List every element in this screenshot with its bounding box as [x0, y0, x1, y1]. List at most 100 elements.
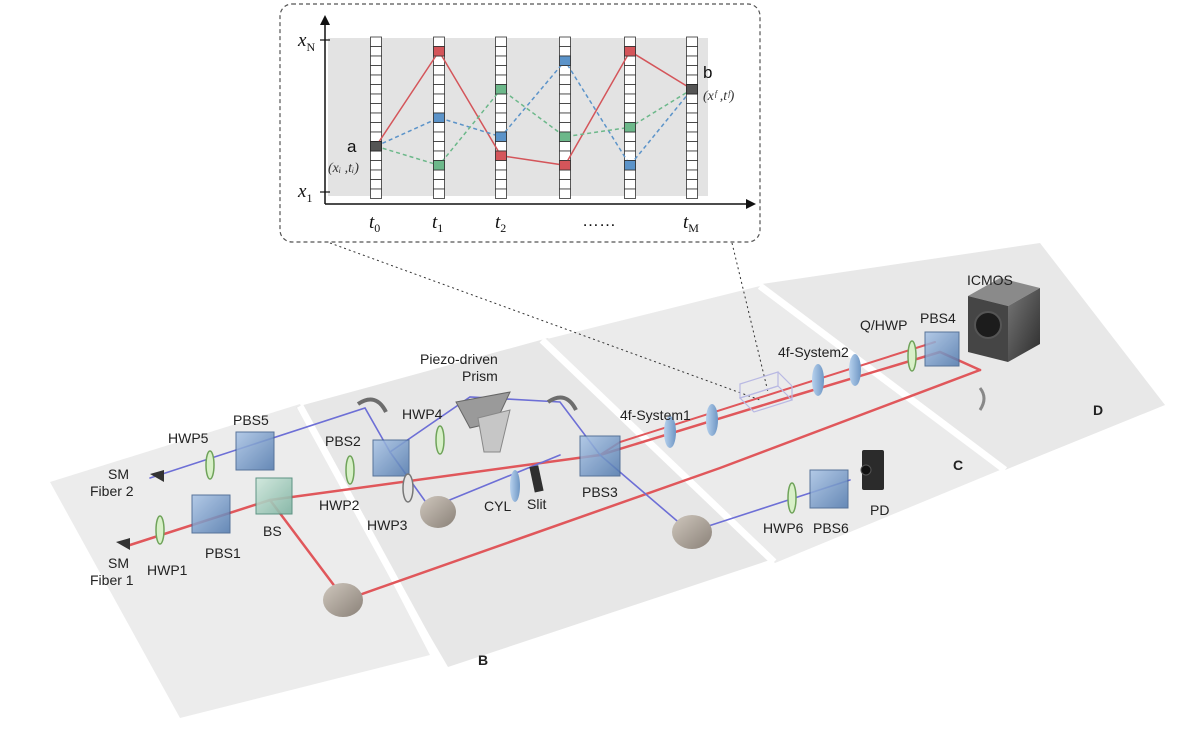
path-cell — [624, 46, 636, 57]
grid-cell — [559, 84, 571, 95]
grid-cell — [433, 103, 445, 114]
grid-cell — [559, 93, 571, 104]
x-tick-tm: tM — [683, 212, 699, 235]
pbs2-label: PBS2 — [325, 433, 361, 449]
panel-d — [762, 243, 1165, 470]
hwp6-optic — [787, 482, 797, 514]
path-cell — [433, 112, 445, 123]
path-cell — [559, 55, 571, 66]
grid-cell — [686, 150, 698, 161]
mirror-2 — [356, 397, 388, 413]
grid-cell — [559, 74, 571, 85]
hwp1-label: HWP1 — [147, 562, 188, 578]
y-label-xn: xN — [297, 30, 315, 54]
grid-cell — [624, 84, 636, 95]
grid-cell — [495, 169, 507, 180]
icmos-camera-face — [1008, 288, 1040, 362]
inset-y-arrow — [320, 15, 330, 25]
grid-cell — [686, 169, 698, 180]
icmos-label: ICMOS — [967, 272, 1013, 288]
grid-cell — [370, 84, 382, 95]
pbs5-cube — [235, 431, 275, 471]
icmos-camera-top — [968, 278, 1040, 306]
grid-cell — [624, 93, 636, 104]
grid-cell — [370, 103, 382, 114]
grid-cell — [370, 46, 382, 57]
slit-label: Slit — [527, 496, 547, 512]
grid-cell — [559, 36, 571, 47]
grid-cell — [624, 131, 636, 142]
grid-cell — [559, 103, 571, 114]
zoom-connector-right — [731, 242, 769, 393]
grid-cell — [495, 55, 507, 66]
path-cell — [433, 46, 445, 57]
hwp3-optic — [402, 473, 414, 503]
region-d-label: D — [1093, 402, 1103, 418]
piezo-prism-front — [477, 409, 511, 453]
bs-label: BS — [263, 523, 282, 539]
point-a-coords: (xᵢ ,tᵢ) — [328, 161, 359, 176]
slit — [529, 465, 544, 493]
path-cell — [624, 160, 636, 171]
grid-cell — [559, 179, 571, 190]
grid-cell — [433, 169, 445, 180]
grid-cell — [433, 150, 445, 161]
grid-cell — [495, 179, 507, 190]
grid-cell — [686, 65, 698, 76]
grid-cell — [495, 103, 507, 114]
grid-cell — [686, 131, 698, 142]
panel-divider — [757, 283, 1008, 473]
pbs3-cube — [579, 435, 621, 477]
grid-cell — [624, 188, 636, 199]
grid-cell — [370, 55, 382, 66]
grid-cell — [370, 188, 382, 199]
grid-cell — [370, 112, 382, 123]
hwp6-label: HWP6 — [763, 520, 804, 536]
path-inset: xN x1 t0 t1 t2 …… tM a (xᵢ ,tᵢ) b (xᶠ ,t… — [279, 3, 761, 243]
grid-cell — [624, 74, 636, 85]
grid-cell — [686, 160, 698, 171]
grid-cell — [433, 84, 445, 95]
grid-cell — [559, 122, 571, 133]
smf2-label-line1: SM — [108, 466, 129, 482]
grid-cell — [686, 103, 698, 114]
4f2-lens-a — [812, 364, 824, 396]
panel-b — [296, 338, 770, 667]
time-slice-columns — [370, 36, 698, 199]
panel-divider — [539, 337, 777, 565]
smf1-label-line1: SM — [108, 555, 129, 571]
grid-cell — [433, 36, 445, 47]
grid-cell — [686, 55, 698, 66]
grid-cell — [686, 122, 698, 133]
mirror-4 — [546, 395, 578, 411]
grid-cell — [559, 46, 571, 57]
icmos-camera-lens — [974, 311, 1002, 339]
blue-beam — [149, 396, 851, 533]
breadboard — [50, 243, 1165, 718]
pbs1-label: PBS1 — [205, 545, 241, 561]
hwp1-optic — [155, 515, 165, 545]
grid-cell — [495, 36, 507, 47]
endpoint-cell — [686, 84, 698, 95]
hwp2-optic — [345, 455, 355, 485]
grid-cell — [624, 103, 636, 114]
region-c-label: C — [953, 457, 963, 473]
cyl-lens — [510, 470, 520, 502]
4f-system1-label: 4f-System1 — [620, 407, 691, 423]
hwp4-optic — [435, 425, 445, 455]
pbs6-label: PBS6 — [813, 520, 849, 536]
grid-cell — [624, 150, 636, 161]
grid-cell — [495, 46, 507, 57]
highlighted-cells — [370, 46, 698, 171]
4f1-lens-a — [664, 416, 676, 448]
inset-gray-band — [328, 38, 708, 196]
pbs4-label: PBS4 — [920, 310, 956, 326]
grid-cell — [370, 150, 382, 161]
grid-cell — [433, 179, 445, 190]
grid-cell — [370, 179, 382, 190]
smf2-label-line2: Fiber 2 — [90, 483, 134, 499]
hwp2-label: HWP2 — [319, 497, 360, 513]
grid-cell — [495, 74, 507, 85]
grid-cell — [559, 141, 571, 152]
hwp5-label: HWP5 — [168, 430, 209, 446]
